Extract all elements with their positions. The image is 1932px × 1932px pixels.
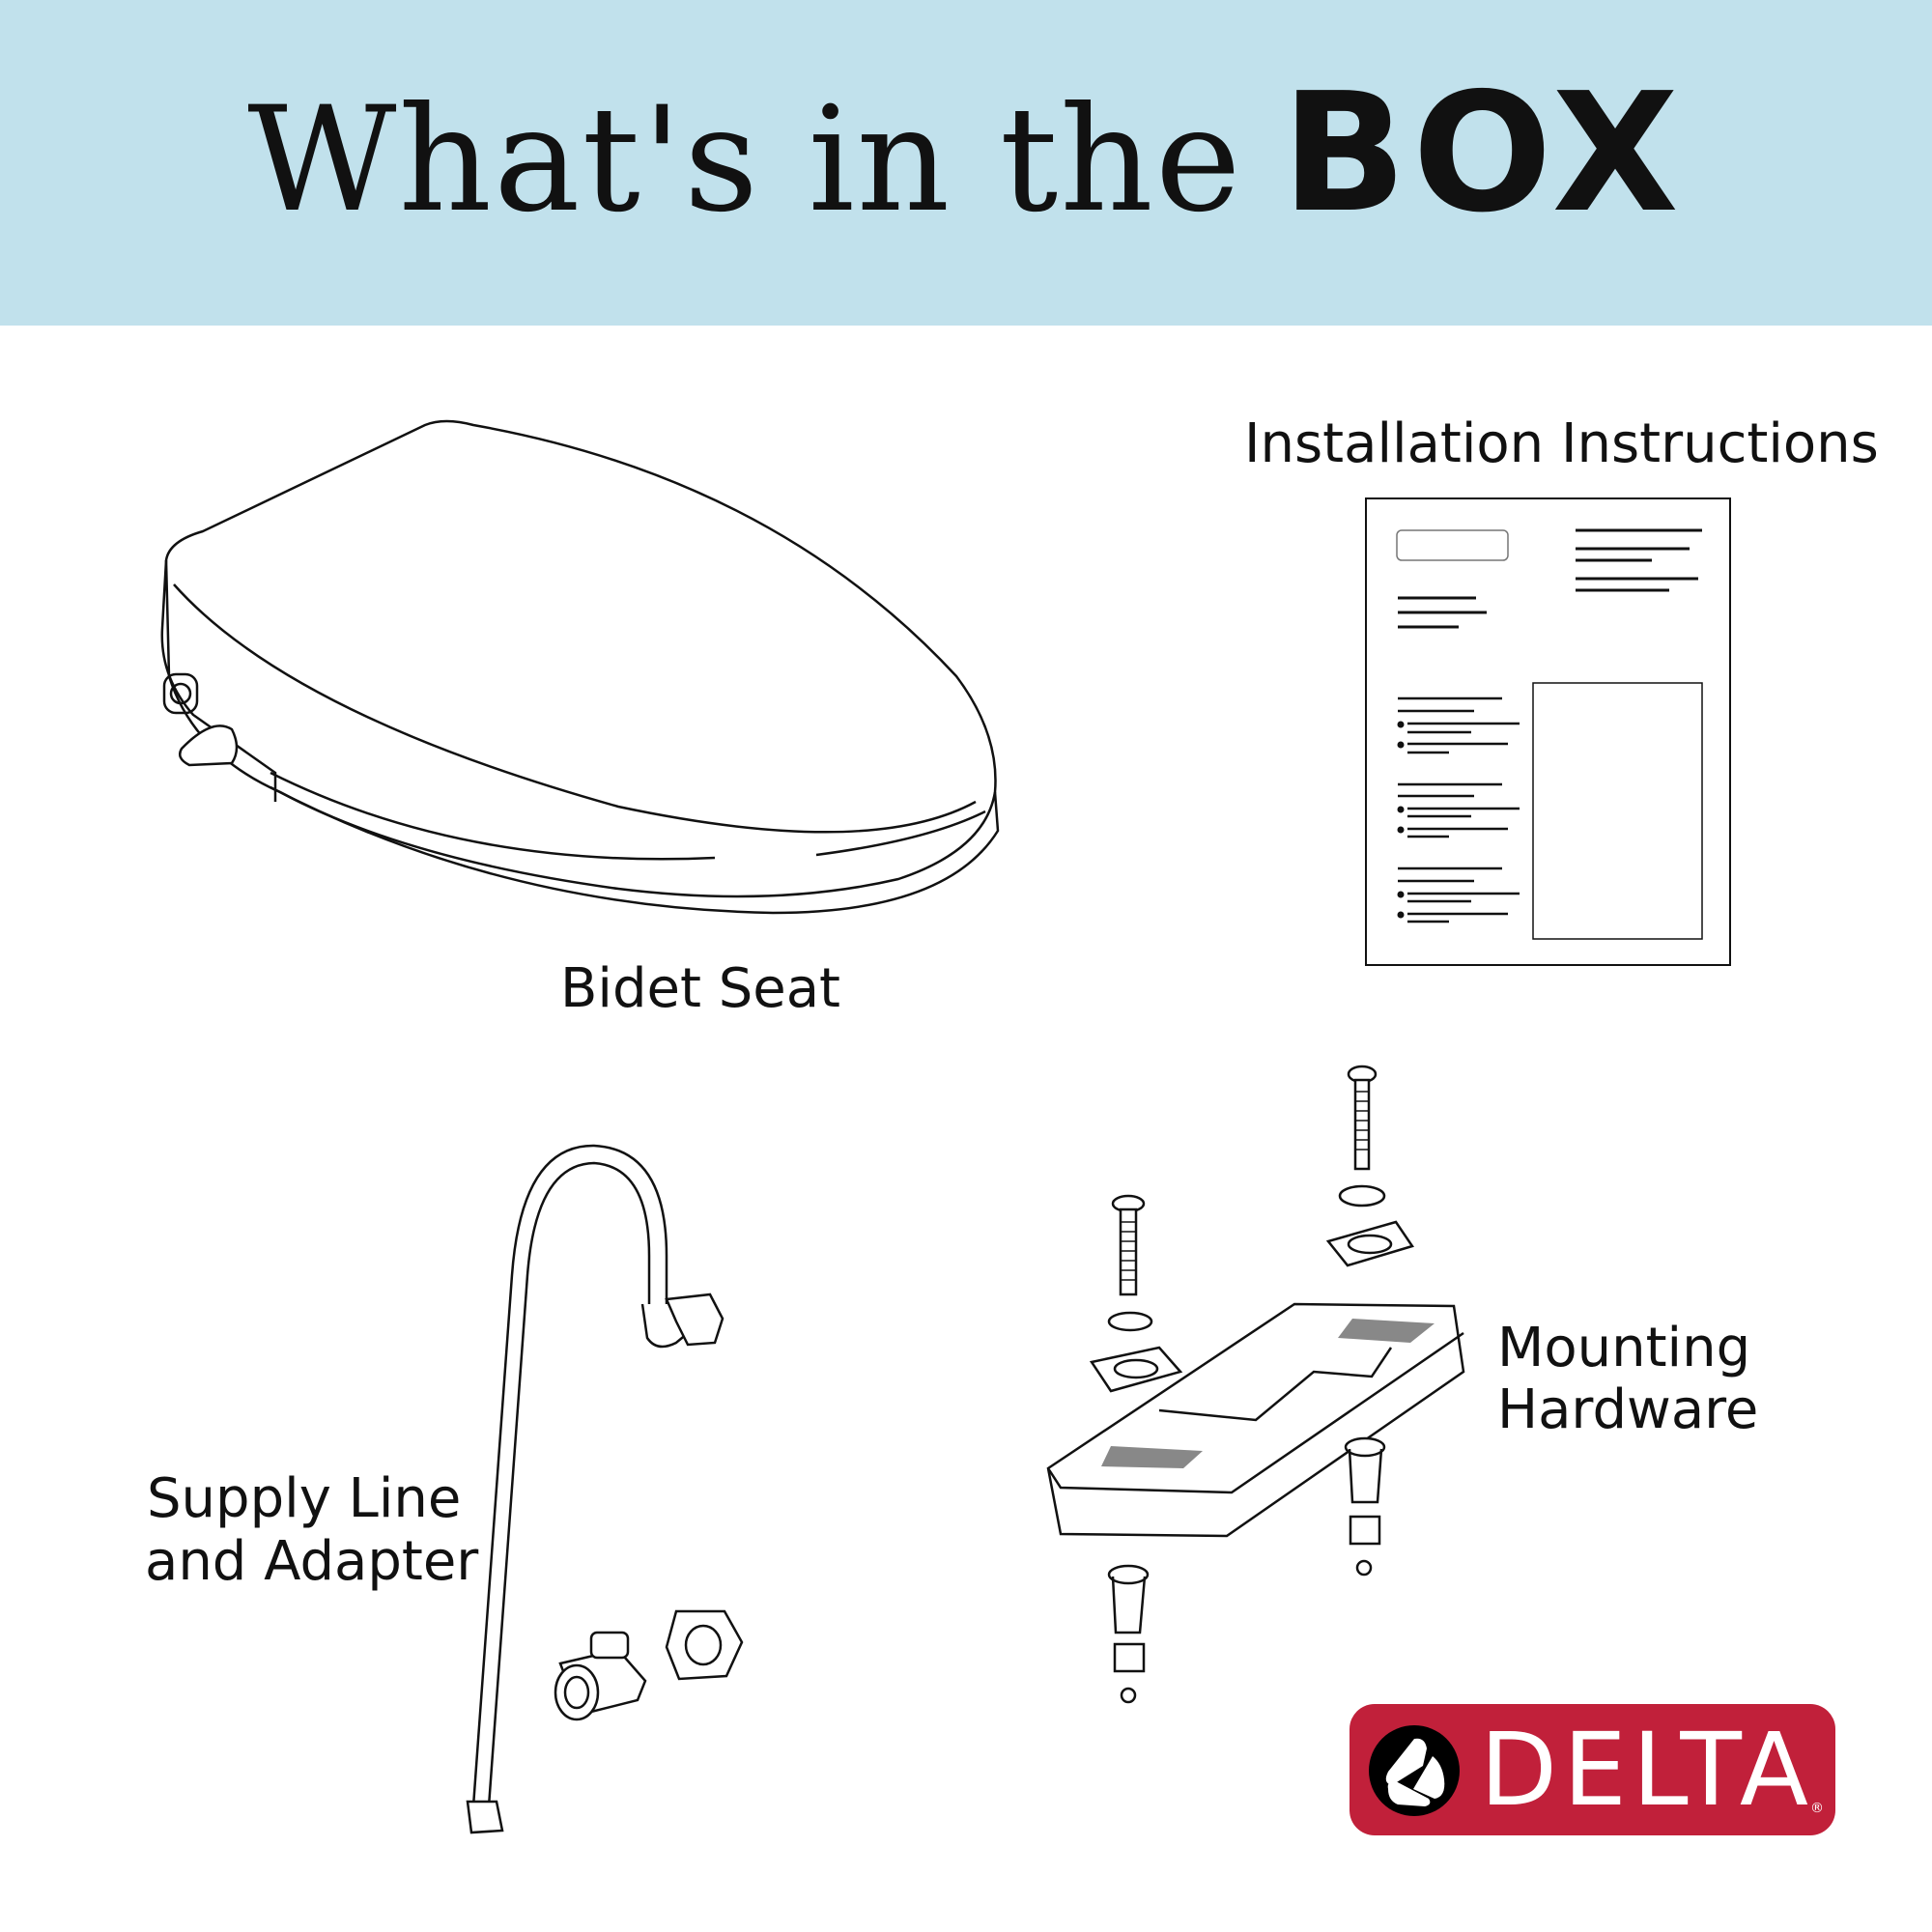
instructions-document-drawing [1365, 497, 1731, 966]
header-band [0, 0, 1932, 326]
registered-mark: ® [1810, 1801, 1824, 1816]
logo-wordmark: DELTA [1480, 1711, 1815, 1829]
delta-triangle-icon [1369, 1725, 1460, 1816]
delta-logo: DELTA ® [1350, 1704, 1835, 1835]
supply-line-drawing [466, 1144, 744, 1834]
title-emphasis: BOX [1281, 58, 1685, 249]
title-prefix: What's in the [247, 76, 1243, 244]
bidet-seat-drawing [160, 419, 1000, 915]
label-mounting-hardware-line1: Mounting [1497, 1317, 1751, 1379]
label-installation-instructions: Installation Instructions [1244, 412, 1879, 475]
label-mounting-hardware-line2: Hardware [1497, 1378, 1759, 1441]
label-bidet-seat: Bidet Seat [560, 957, 841, 1020]
label-supply-line-line2: and Adapter [145, 1530, 479, 1593]
label-supply-line-line1: Supply Line [147, 1467, 462, 1530]
mounting-hardware-drawing [1046, 1065, 1465, 1704]
